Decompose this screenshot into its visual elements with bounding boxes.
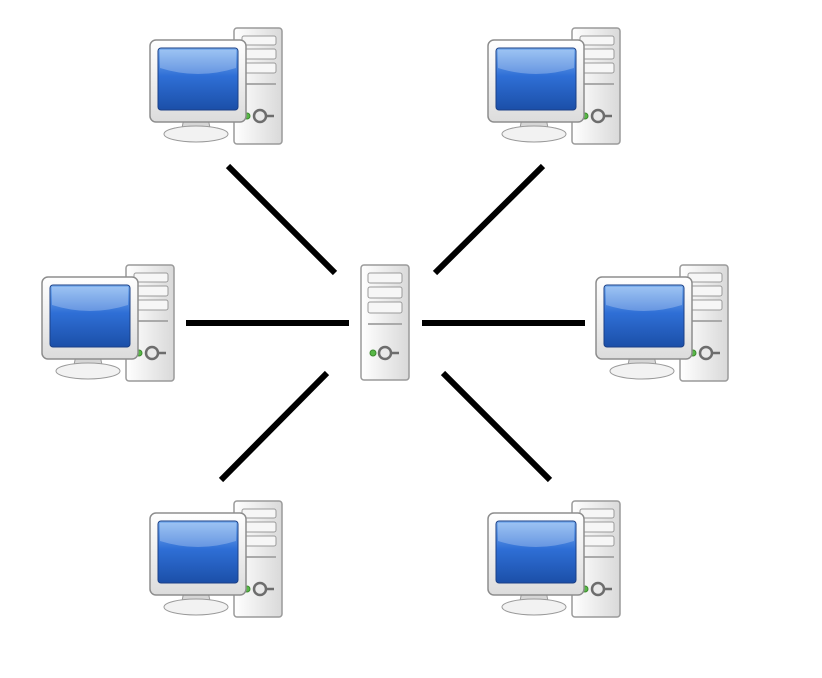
link-bottom-right: [440, 370, 553, 483]
link-bottom-left: [218, 370, 330, 483]
link-top-right: [432, 163, 546, 276]
server-tower-icon[interactable]: [360, 264, 410, 381]
computer-top-left[interactable]: [148, 26, 284, 146]
computer-bottom-left[interactable]: [148, 499, 284, 619]
link-top-left: [225, 163, 338, 276]
computer-middle-right[interactable]: [594, 263, 730, 383]
computer-top-right[interactable]: [486, 26, 622, 146]
computer-bottom-right[interactable]: [486, 499, 622, 619]
computer-middle-left[interactable]: [40, 263, 176, 383]
connection-lines: [186, 163, 585, 483]
